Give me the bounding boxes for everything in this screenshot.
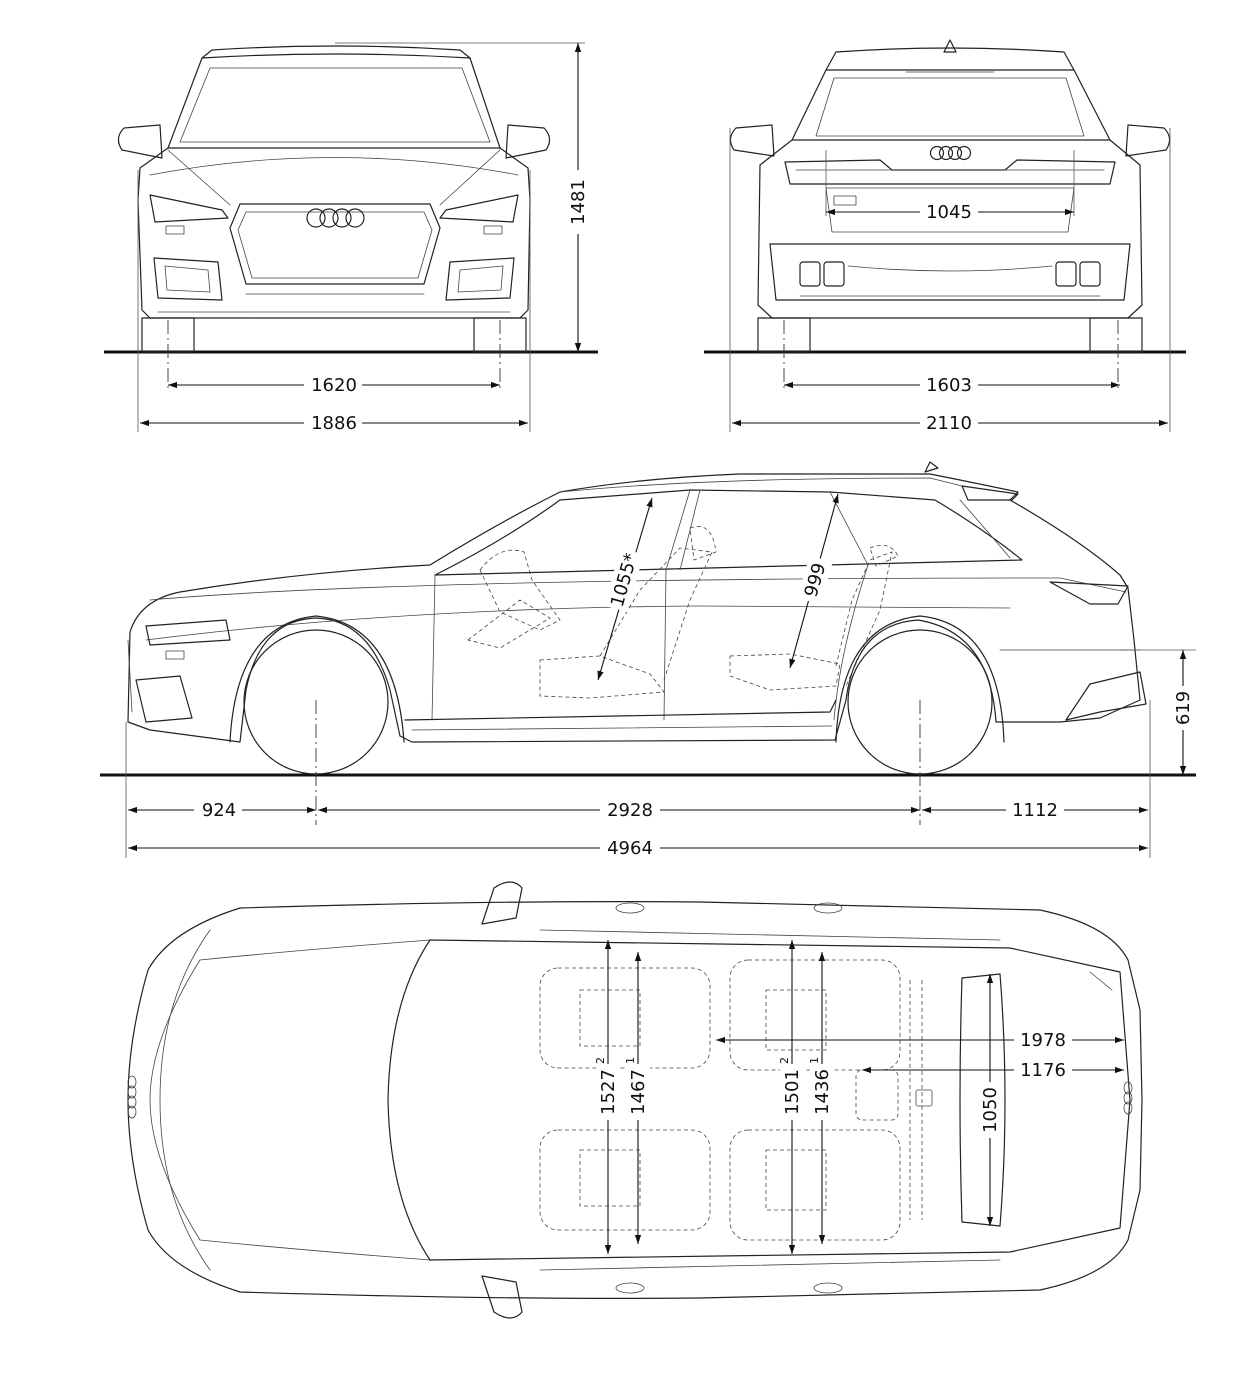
load-floor-length-label: 1978 xyxy=(1020,1030,1066,1051)
load-width-arches-label: 1176 xyxy=(1020,1060,1066,1081)
load-floor-width-label: 1050 xyxy=(980,1087,1001,1133)
rear-overhang-label: 1112 xyxy=(1012,800,1058,821)
rear-shoulder-width-label: 1501 xyxy=(782,1069,803,1115)
rear-logo-rings xyxy=(929,145,972,161)
rear-elbow-width-footnote: 1 xyxy=(808,1057,821,1064)
front-shoulder-width-footnote: 2 xyxy=(594,1057,607,1064)
front-overhang-label: 924 xyxy=(202,800,236,821)
top-rear-rings xyxy=(1123,1081,1133,1115)
front-logo-rings xyxy=(306,208,365,228)
width-with-mirrors-label: 2110 xyxy=(926,413,972,434)
front-elbow-width-label: 1467 xyxy=(628,1069,649,1115)
top-view: 1527 2 1467 1 1501 2 1436 1 1978 1176 10… xyxy=(127,881,1143,1319)
loading-sill-label: 619 xyxy=(1173,691,1194,725)
front-elbow-width-footnote: 1 xyxy=(624,1057,637,1064)
rear-elbow-width-label: 1436 xyxy=(812,1069,833,1115)
rear-headroom-label: 999 xyxy=(801,561,831,600)
front-track-label: 1620 xyxy=(311,375,357,396)
front-shoulder-width-label: 1527 xyxy=(598,1069,619,1115)
rear-shoulder-width-footnote: 2 xyxy=(778,1057,791,1064)
front-view: 1620 1886 1481 xyxy=(104,42,598,434)
overall-height-label: 1481 xyxy=(568,179,589,225)
rear-track-label: 1603 xyxy=(926,375,972,396)
wheelbase-label: 2928 xyxy=(607,800,653,821)
overall-length-label: 4964 xyxy=(607,838,653,859)
front-width-label: 1886 xyxy=(311,413,357,434)
side-view: 1055* 999 619 924 2928 1112 4964 xyxy=(100,461,1196,859)
top-front-rings xyxy=(127,1075,137,1119)
tailgate-width-label: 1045 xyxy=(926,202,972,223)
rear-view: 1045 1603 2110 xyxy=(704,39,1186,434)
